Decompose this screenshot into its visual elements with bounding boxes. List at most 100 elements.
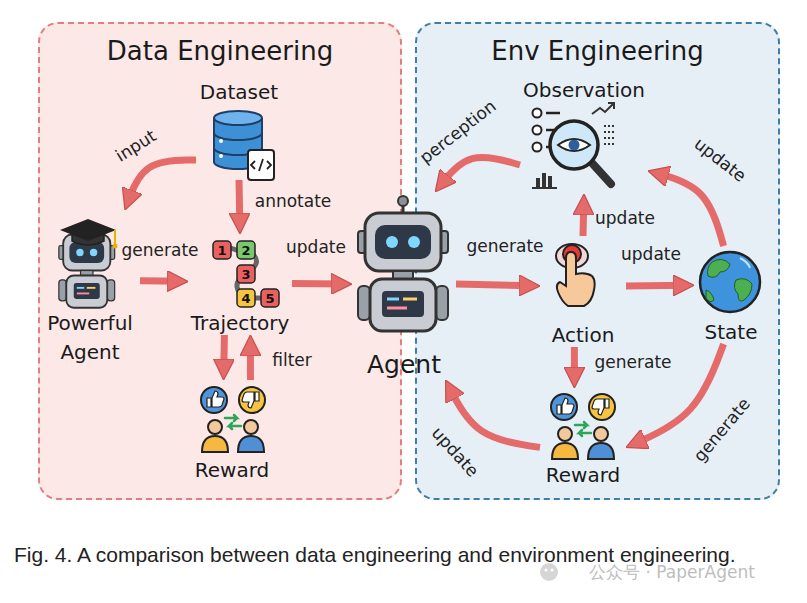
flow-arrow [247,341,254,380]
action-icon [556,244,588,268]
action-icon [557,252,595,306]
observation-icon [536,178,540,188]
flow-arrow [220,335,228,374]
trajectory-node: Trajectory [188,234,292,335]
node-label: Action [530,323,636,347]
flow-arrow [626,282,688,290]
node-label: Dataset [186,80,292,104]
text-box: Env Engineering [407,36,788,67]
node-label: Reward [530,463,636,487]
globe-icon [700,252,760,312]
database-icon [248,150,274,180]
database-icon [251,159,271,171]
observation-icon [533,143,542,152]
observation-icon [592,103,614,114]
node-label: Powerful Agent [30,309,150,367]
observation-icon [546,113,560,147]
trajectory-icon [213,241,231,259]
figure-caption: Fig. 4. A comparison between data engine… [14,542,804,568]
node-label: Trajectory [178,311,302,335]
panel-title: Data Engineering [30,36,410,67]
globe-icon [708,259,731,277]
text-box: Agent [342,350,466,380]
text-box: Powerful Agent [30,309,150,367]
globe-icon [706,290,714,302]
observation-icon [533,109,542,118]
observation-icon [548,176,552,188]
flow-arrow [236,180,244,228]
node-label: State [684,320,778,344]
panel-title: Env Engineering [407,36,788,67]
trajectory-icon [222,248,270,298]
flow-arrow [580,200,588,236]
text-box: Action [530,323,636,347]
trajectory-icon [237,289,255,307]
database-icon [214,111,274,180]
trajectory-icon [261,289,279,307]
watermark-icon [545,569,548,572]
reward-node: Reward [190,380,274,482]
action-icon [556,244,595,306]
flow-arrow [439,157,520,187]
trajectory-icon [213,241,279,307]
group-panel: Env EngineeringObservationActionStateRew… [415,22,780,500]
reward-node: Reward [540,388,626,487]
text-box: State [684,320,778,344]
observation-icon [592,163,611,184]
group-panel: Data EngineeringDatasetPowerful AgentTra… [38,22,402,500]
powerful-agent-icon [72,232,104,245]
observation-icon [550,121,598,169]
flow-arrow [654,172,724,246]
observation-icon [558,139,590,151]
trajectory-icon [237,241,255,259]
agent-node: Powerful Agent [40,210,140,367]
database-icon [219,139,223,143]
text-box: Reward [530,463,636,487]
text-box: Reward [180,458,284,482]
action-node: Action [540,236,626,347]
text-box: Dataset [186,80,292,104]
flow-arrow [140,277,182,285]
flow-arrow [448,386,540,448]
database-icon [219,154,223,158]
globe-icon [700,252,760,312]
globe-icon [740,258,750,268]
illustration [201,387,265,452]
text-box: Observation [510,78,658,102]
observation-icon [604,126,614,144]
observation-icon [532,187,557,189]
observation-icon [532,103,614,188]
illustration [551,394,615,459]
illustration [358,196,448,331]
powerful-agent-icon [114,230,116,245]
text-box: Trajectory [178,311,302,335]
watermark-icon [551,569,554,572]
flow-arrow [127,160,196,204]
watermark: 公众号 · PaperAgent [589,564,755,581]
flow-arrow [292,280,346,288]
observation-icon [533,126,542,135]
database-icon [214,111,262,125]
observation-node: Observation [520,78,648,194]
watermark-icon [540,563,558,581]
node-label: Reward [180,458,284,482]
watermark-icon [540,563,558,581]
powerful-agent-icon [59,224,115,308]
node-label: Agent [342,350,466,380]
database-icon [214,118,262,169]
observation-icon [542,173,546,188]
powerful-agent-icon [60,219,116,241]
trajectory-icon [237,265,255,283]
globe-icon [734,279,752,301]
agent-node: Agent [352,192,456,380]
node-label: Observation [510,78,658,102]
text-box: Data Engineering [30,36,410,67]
powerful-agent-icon [59,219,118,308]
powerful-agent-icon [113,244,118,249]
flow-arrow [571,347,578,382]
database-icon [214,133,262,155]
state-node: State [694,246,768,344]
observation-icon [569,140,580,151]
dataset-node: Dataset [196,80,282,180]
